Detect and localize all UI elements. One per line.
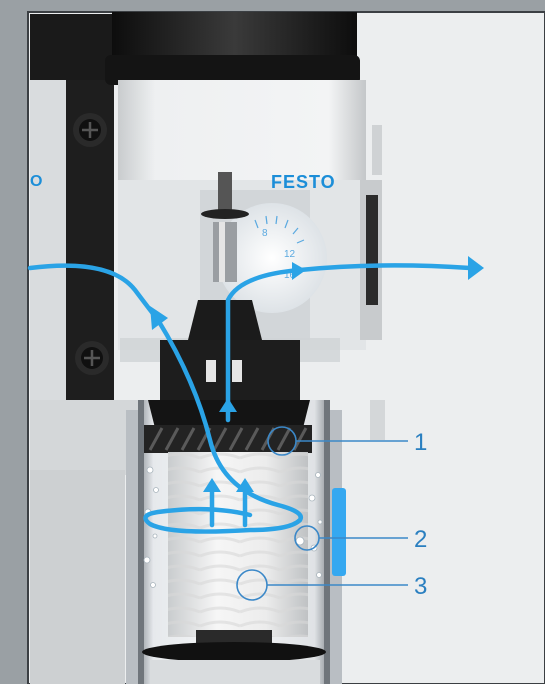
callout-label-2: 2	[414, 526, 427, 553]
sight-glass	[332, 488, 346, 576]
callout-label-1: 1	[414, 429, 427, 456]
screw-icon	[73, 113, 107, 147]
valve-stem	[201, 172, 249, 282]
gauge-tick-label: 16	[284, 270, 296, 281]
bottom-baffle	[142, 630, 326, 684]
callout-label-3: 3	[414, 573, 427, 600]
adjusting-knob	[105, 12, 360, 85]
gauge-tick-label: 12	[284, 249, 296, 260]
filter-cartridge	[168, 452, 308, 637]
arrow-heads	[150, 256, 484, 492]
screw-icon	[75, 341, 109, 375]
callout-markers	[236, 426, 408, 601]
side-logo-fragment: O	[30, 173, 42, 190]
gauge-tick-label: 8	[262, 228, 268, 239]
deflector-vanes	[144, 425, 312, 453]
festo-logo: FESTO	[271, 172, 336, 192]
